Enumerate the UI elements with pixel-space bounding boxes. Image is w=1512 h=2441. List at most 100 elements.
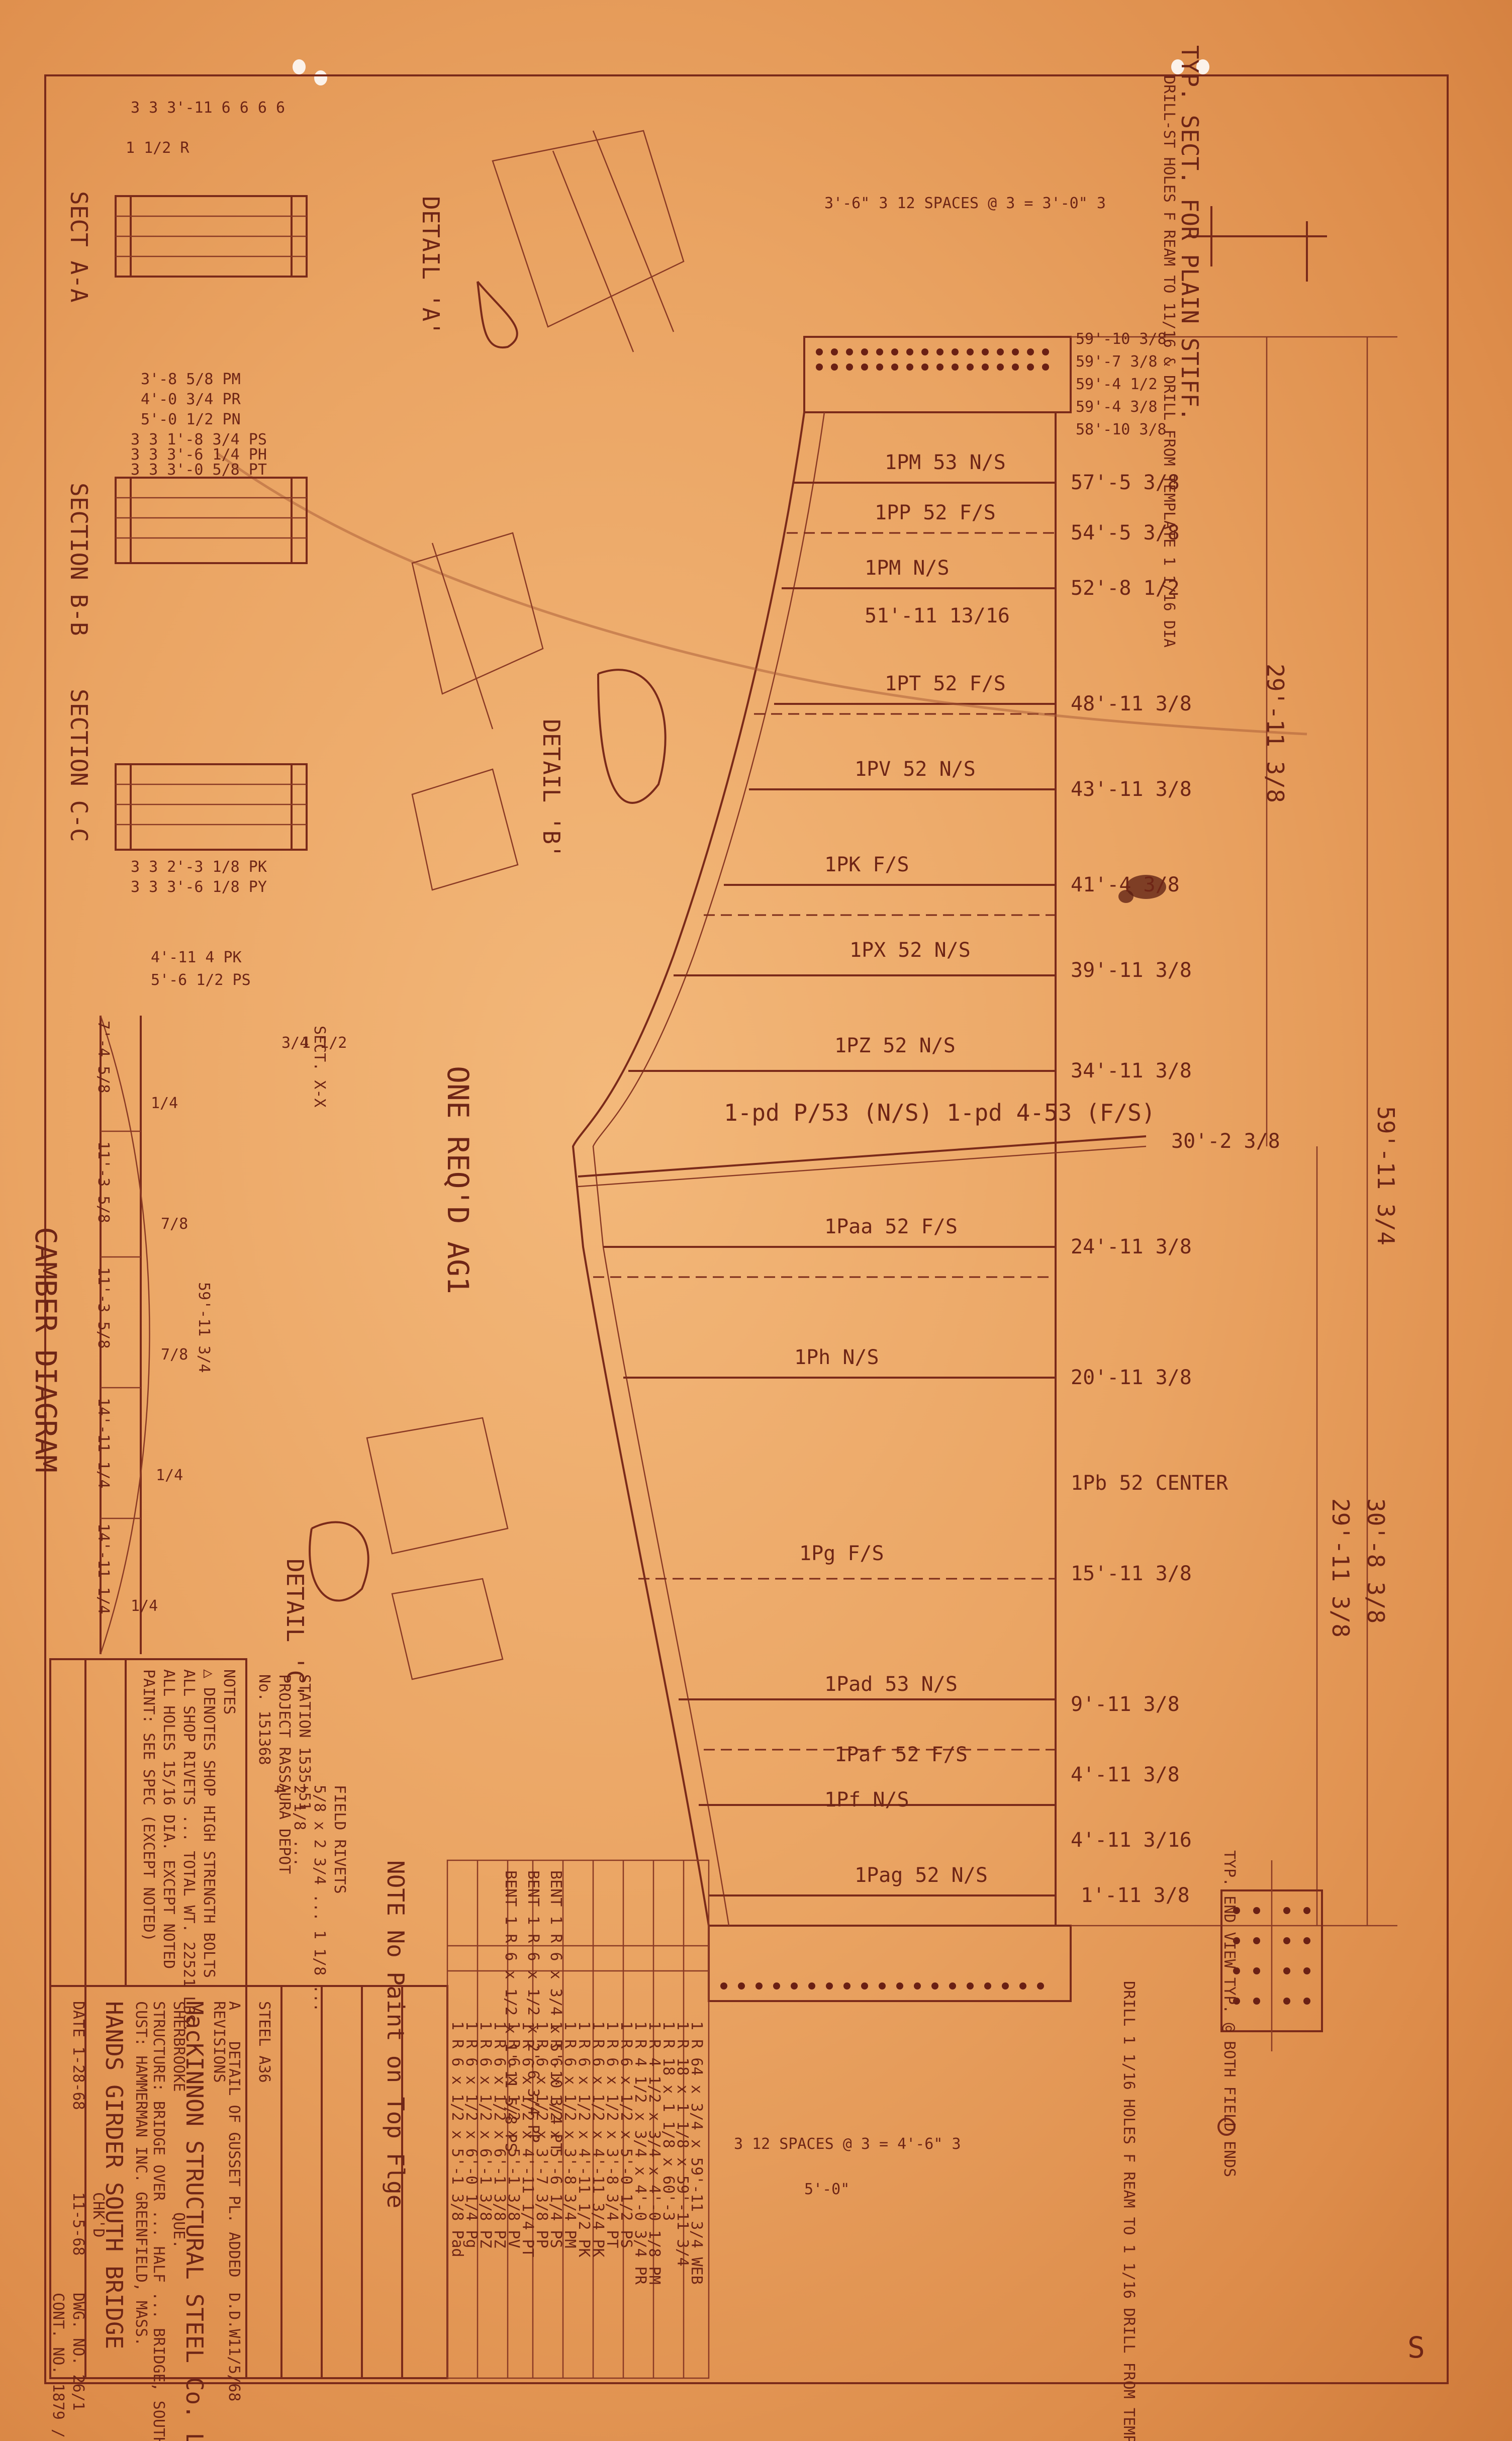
detail-a-label: DETAIL 'A' xyxy=(417,196,444,335)
stiffener-far-side-lines xyxy=(593,532,1056,1751)
stiff-mark-12: 1Ph N/S xyxy=(794,1346,879,1369)
stiff-dim-6: 43'-11 3/8 xyxy=(1071,778,1192,801)
typ-stiff-note: TYP. SECT. FOR PLAIN STIFF. xyxy=(1176,45,1203,421)
dimension-lines xyxy=(1071,336,1397,1927)
stiff-dim-12: 20'-11 3/8 xyxy=(1071,1366,1192,1389)
side-dim-1: 29'-11 3/8 xyxy=(1262,664,1289,803)
camber-dim-4: 14'-11 1/4 xyxy=(94,1398,112,1489)
section-aa xyxy=(115,195,308,278)
top-dim-2: 59'-7 3/8 xyxy=(1076,353,1158,371)
tb-dwg-no: DWG. NO. 26/1 xyxy=(69,2293,87,2411)
end-view-title: TYP. END VIEW TYP. @ BOTH FIELD ENDS xyxy=(1220,1850,1238,2178)
camber-off-4: 1/4 xyxy=(156,1467,183,1484)
field-rivets-1: 5/8 x 2 3/4 ... 1 1/8 ... xyxy=(311,1785,328,2012)
tb-notes-2: ALL SHOP RIVETS ... TOTAL WT. 22521 LBS. xyxy=(180,1669,198,2033)
rivet-row-top xyxy=(816,348,1049,371)
camber-total: 59'-11 3/4 xyxy=(195,1282,213,1373)
rivet-row-bottom xyxy=(720,1982,1044,1990)
drill-note-bottom: DRILL 1 1/16 HOLES F REAM TO 1 1/16 DRIL… xyxy=(1120,1981,1138,2441)
top-dim-1: 59'-10 3/8 xyxy=(1076,330,1167,348)
stiff-dim-5: 48'-11 3/8 xyxy=(1071,692,1192,715)
section-aa-dim-1: 1 1/2 R xyxy=(126,139,190,157)
detail-b xyxy=(411,532,667,891)
tb-contract: CONT. NO. 1879 / 1 xyxy=(49,2293,67,2441)
section-cc-dim-2: 4'-11 4 PK xyxy=(151,949,242,966)
girder-curved-flange xyxy=(572,412,805,1926)
section-cc xyxy=(115,763,308,851)
stiff-dim-2: 54'-5 3/8 xyxy=(1071,521,1180,545)
stiff-mark-17: 1Pf N/S xyxy=(824,1788,909,1812)
material-row-18: 1 R 6 x 1/2 x 5'-1 3/8 Pad xyxy=(448,2021,466,2257)
end-flange-bottom xyxy=(708,1925,1072,2002)
tb-revision-date: 11-5-68 xyxy=(69,2192,87,2256)
stain-crease xyxy=(215,451,1307,736)
side-dim-2: 59'-11 3/4 xyxy=(1372,1106,1399,1245)
gusset-line-2 xyxy=(578,1145,1147,1188)
stiff-mark-1: 1PM 53 N/S xyxy=(885,451,1006,474)
stiff-dim-4: 51'-11 13/16 xyxy=(865,604,1010,627)
tb-notes-4: PAINT: SEE SPEC (EXCEPT NOTED) xyxy=(140,1669,157,1942)
tb-ship-0: STATION 1535+51 xyxy=(296,1674,313,1811)
punch-hole xyxy=(314,70,327,85)
girder-title: ONE REQ'D AG1 xyxy=(441,1066,475,1294)
tb-rev-text: DETAIL OF GUSSET PL. ADDED xyxy=(225,2041,243,2278)
section-cc-dim-1: 3 3 3'-6 1/8 PY xyxy=(131,878,267,896)
stiff-mark-6: 1PV 52 N/S xyxy=(855,758,976,781)
stiff-mark-16: 1Paf 52 F/S xyxy=(834,1743,968,1766)
stiff-dim-3: 52'-8 1/2 xyxy=(1071,577,1180,600)
stiff-mark-9: 1PZ 52 N/S xyxy=(834,1034,956,1057)
top-dim-5: 58'-10 3/8 xyxy=(1076,421,1167,438)
tb-notes-0: NOTES xyxy=(220,1669,238,1715)
ink-stain xyxy=(1118,890,1133,903)
tb-rev-no: A xyxy=(225,2001,243,2011)
section-bb-dim-0: 3 3 1'-8 3/4 PS xyxy=(131,431,267,448)
sheet-number: S xyxy=(1407,2330,1425,2365)
stiff-dim-10: 30'-2 3/8 xyxy=(1171,1130,1280,1153)
section-bb-dim-2: 3 3 3'-0 5/8 PT xyxy=(131,461,267,479)
camber-off-5: 1/4 xyxy=(131,1597,158,1615)
material-bent-row-1: BENT 1 R 6 x 3/4 x 5'-10 3/4 PT xyxy=(547,1870,564,2152)
typ-stiff-section xyxy=(1186,206,1327,282)
stiff-mark-8: 1PX 52 N/S xyxy=(849,939,971,962)
title-block-frame xyxy=(49,1658,448,2379)
stiff-mark-3: 1PM N/S xyxy=(865,557,950,580)
field-rivets-title: FIELD RIVETS xyxy=(331,1785,348,1894)
tb-customer: CUST: HAMMERMAN INC. GREENFIELD, MASS. xyxy=(132,2001,150,2346)
section-aa-dim-4: 5'-0 1/2 PN xyxy=(141,411,241,428)
side-dim-3: 30'-8 3/8 xyxy=(1362,1498,1389,1624)
drill-note: DRILL-ST HOLES F REAM TO 11/16 & DRILL F… xyxy=(1160,75,1178,648)
section-cc-dim-0: 3 3 2'-3 1/8 PK xyxy=(131,858,267,876)
stiffener-lines xyxy=(603,482,1056,1896)
punch-hole xyxy=(1196,59,1209,74)
camber-dim-1: 7'-4 5/8 xyxy=(94,1021,112,1094)
punch-hole xyxy=(1171,59,1184,74)
section-xx-dim-1: 1 1/2 xyxy=(302,1034,347,1052)
section-bb xyxy=(115,477,308,564)
camber-diagram xyxy=(100,1015,150,1655)
gusset-line xyxy=(578,1135,1147,1178)
detail-a xyxy=(477,130,685,352)
section-aa-label: SECT A-A xyxy=(65,191,92,303)
spacing-bottom: 3 12 SPACES @ 3 = 4'-6" 3 xyxy=(734,2135,961,2153)
camber-dim-2: 11'-3 5/8 xyxy=(94,1141,112,1223)
tb-checked: CHK'D xyxy=(89,2192,107,2238)
stiff-mark-15: 1Pad 53 N/S xyxy=(824,1673,958,1696)
camber-off-2: 7/8 xyxy=(161,1215,188,1233)
tb-notes-1: △ DENOTES SHOP HIGH STRENGTH BOLTS xyxy=(200,1669,218,1978)
stiff-dim-17: 4'-11 3/16 xyxy=(1071,1829,1192,1852)
stiff-dim-8: 39'-11 3/8 xyxy=(1071,959,1192,982)
top-dim-4: 59'-4 3/8 xyxy=(1076,398,1158,416)
punch-hole xyxy=(293,59,306,74)
material-list-grid xyxy=(446,1859,710,2379)
detail-c xyxy=(309,1417,509,1680)
typ-end-view xyxy=(1217,1860,1323,2136)
section-xx-dim-0: 3/4 xyxy=(281,1034,309,1052)
stiff-mark-13: 1Pb 52 CENTER xyxy=(1071,1472,1228,1495)
girder-curved-flange-inner xyxy=(592,412,825,1926)
camber-title: CAMBER DIAGRAM xyxy=(29,1227,63,1473)
sheet-border xyxy=(44,74,1449,2384)
stiff-dim-18: 1'-11 3/8 xyxy=(1081,1884,1190,1907)
stiff-mark-7: 1PK F/S xyxy=(824,853,909,876)
